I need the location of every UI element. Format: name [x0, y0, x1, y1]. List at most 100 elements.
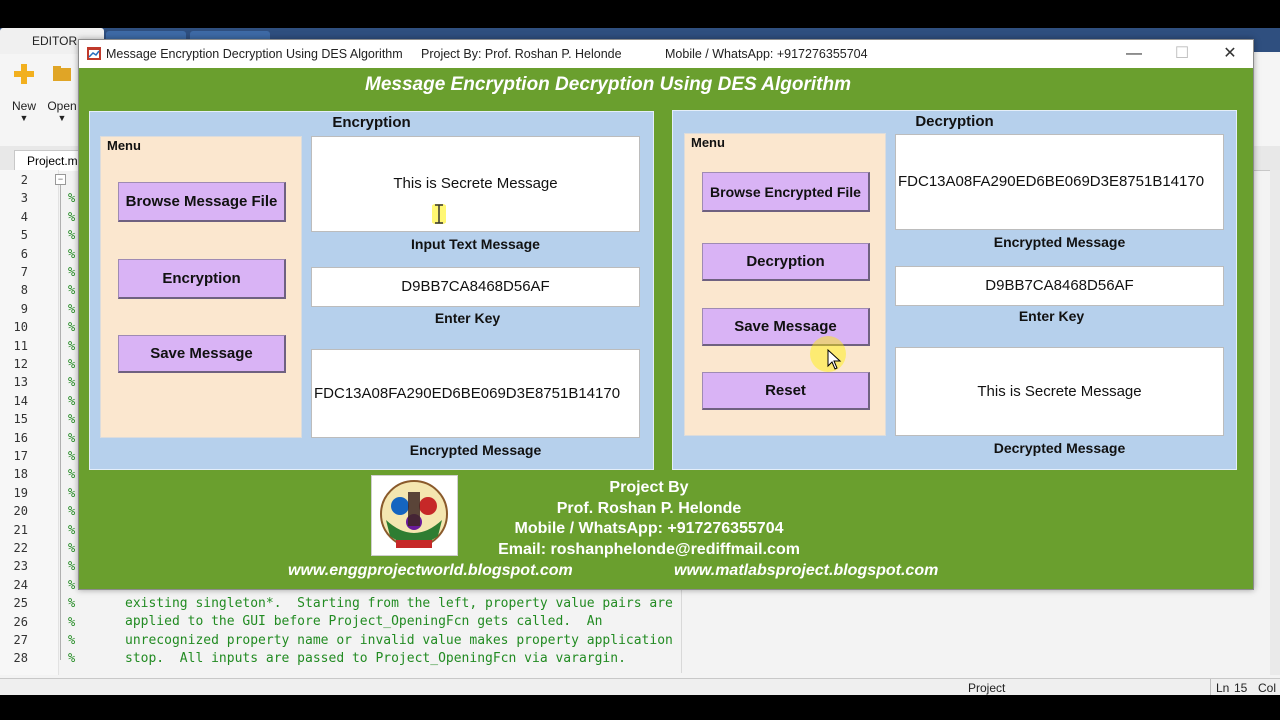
pointer-highlight — [810, 336, 846, 372]
comment-marker: % — [68, 651, 76, 666]
comment-marker: % — [68, 430, 76, 445]
decrypted-message-output[interactable]: This is Secrete Message — [895, 347, 1224, 436]
line-number: 4 — [20, 209, 28, 224]
decrypted-message-label: Decrypted Message — [993, 440, 1126, 456]
save-message-button[interactable]: Save Message — [118, 335, 286, 373]
credits-name: Prof. Roshan P. Helonde — [556, 499, 742, 517]
comment-marker: % — [68, 209, 76, 224]
save-decrypted-message-button[interactable]: Save Message — [702, 308, 870, 346]
encrypted-message-label: Encrypted Message — [409, 442, 542, 458]
line-number-gutter — [0, 170, 59, 675]
folder-icon — [53, 66, 71, 81]
line-number: 16 — [13, 430, 28, 445]
comment-marker: % — [68, 633, 76, 647]
encryption-key-field[interactable]: D9BB7CA8468D56AF — [311, 267, 640, 307]
comment-marker: % — [68, 577, 76, 592]
line-number: 21 — [13, 522, 28, 537]
line-number: 5 — [20, 228, 28, 243]
reset-button[interactable]: Reset — [702, 372, 870, 410]
comment-marker: % — [68, 265, 76, 279]
input-text-message-field[interactable]: This is Secrete Message — [311, 136, 640, 232]
line-number: 28 — [13, 651, 28, 666]
line-number: 9 — [20, 301, 28, 316]
fold-toggle-icon[interactable]: − — [55, 174, 66, 185]
encryption-menu: Menu Browse Message File Encryption Save… — [100, 136, 302, 438]
window-title: Message Encryption Decryption Using DES … — [106, 47, 403, 61]
comment-marker: % — [68, 357, 76, 371]
decryption-key-label: Enter Key — [1018, 308, 1085, 324]
status-ln-value: 15 — [1234, 681, 1248, 695]
comment-marker: % — [68, 522, 76, 537]
browse-encrypted-file-button[interactable]: Browse Encrypted File — [702, 172, 870, 212]
right-margin-line — [681, 588, 682, 673]
minimize-icon: — — [1126, 45, 1142, 62]
line-number: 19 — [13, 485, 28, 500]
minimize-button[interactable]: — — [1111, 40, 1157, 68]
decryption-menu-title: Menu — [689, 135, 727, 150]
file-tab[interactable]: Project.m — [14, 150, 84, 171]
tab-editor-label: EDITOR — [32, 34, 78, 48]
comment-marker: % — [68, 320, 76, 335]
comment-marker: % — [68, 375, 76, 390]
input-text-message-label: Input Text Message — [411, 236, 540, 252]
comment-marker: % — [68, 301, 76, 316]
comment-marker: % — [68, 504, 76, 519]
line-number: 17 — [13, 449, 28, 463]
vertical-scrollbar[interactable] — [1270, 170, 1280, 675]
app-window: Message Encryption Decryption Using DES … — [78, 39, 1254, 590]
close-button[interactable]: ✕ — [1207, 40, 1253, 68]
maximize-button[interactable]: ☐ — [1159, 40, 1205, 68]
maximize-icon: ☐ — [1174, 45, 1190, 62]
open-label: Open — [47, 99, 77, 113]
comment-marker: % — [68, 228, 76, 243]
encryption-button[interactable]: Encryption — [118, 259, 286, 299]
line-number: 2 — [20, 173, 28, 187]
line-number: 27 — [13, 633, 28, 647]
credits-mobile: Mobile / WhatsApp: +917276355704 — [514, 520, 784, 537]
decryption-panel-title: Decryption — [915, 113, 994, 130]
comment-marker: % — [68, 541, 76, 555]
browse-message-file-button[interactable]: Browse Message File — [118, 182, 286, 222]
new-button[interactable]: New ▼ — [2, 62, 46, 123]
comment-marker: % — [68, 338, 76, 353]
new-label: New — [11, 99, 36, 113]
rh-logo — [371, 475, 458, 556]
decryption-key-field[interactable]: D9BB7CA8468D56AF — [895, 266, 1224, 306]
comment-marker: % — [68, 393, 76, 408]
chevron-down-icon: ▼ — [57, 113, 67, 123]
chevron-down-icon: ▼ — [19, 113, 29, 123]
line-number: 24 — [13, 577, 28, 592]
matlab-top-bar — [0, 0, 1280, 28]
website-link-1[interactable]: www.enggprojectworld.blogspot.com — [288, 562, 573, 579]
logo-image — [380, 480, 448, 548]
encrypted-message-output[interactable]: FDC13A08FA290ED6BE069D3E8751B14170 — [311, 349, 640, 438]
status-ln: Ln — [1216, 681, 1230, 695]
status-file: Project — [968, 681, 1006, 695]
line-number: 11 — [13, 338, 28, 353]
line-number: 6 — [20, 246, 28, 261]
comment-marker: % — [68, 412, 76, 427]
comment-marker: % — [68, 449, 76, 463]
window-mobile: Mobile / WhatsApp: +917276355704 — [665, 47, 868, 61]
open-button[interactable]: Open ▼ — [40, 62, 84, 123]
comment-marker: % — [68, 191, 76, 206]
app-heading: Message Encryption Decryption Using DES … — [365, 74, 851, 95]
comment-marker: % — [68, 246, 76, 261]
decryption-button[interactable]: Decryption — [702, 243, 870, 281]
text-cursor-icon — [432, 204, 446, 224]
website-link-2[interactable]: www.matlabsproject.blogspot.com — [674, 562, 939, 579]
screen-bottom-bar — [0, 695, 1280, 720]
line-number: 13 — [13, 375, 28, 390]
matlab-figure-icon — [87, 47, 101, 60]
fold-line — [60, 185, 61, 660]
close-icon: ✕ — [1223, 45, 1237, 62]
comment-marker: % — [68, 596, 76, 611]
credits-heading: Project By — [609, 479, 689, 496]
line-number: 18 — [13, 467, 28, 482]
comment-marker: % — [68, 485, 76, 500]
line-number: 15 — [13, 412, 28, 427]
encrypted-message-input[interactable]: FDC13A08FA290ED6BE069D3E8751B14170 — [895, 134, 1224, 230]
line-number: 23 — [13, 559, 28, 574]
line-number: 10 — [13, 320, 28, 335]
credits-email: Email: roshanphelonde@rediffmail.com — [498, 540, 800, 558]
